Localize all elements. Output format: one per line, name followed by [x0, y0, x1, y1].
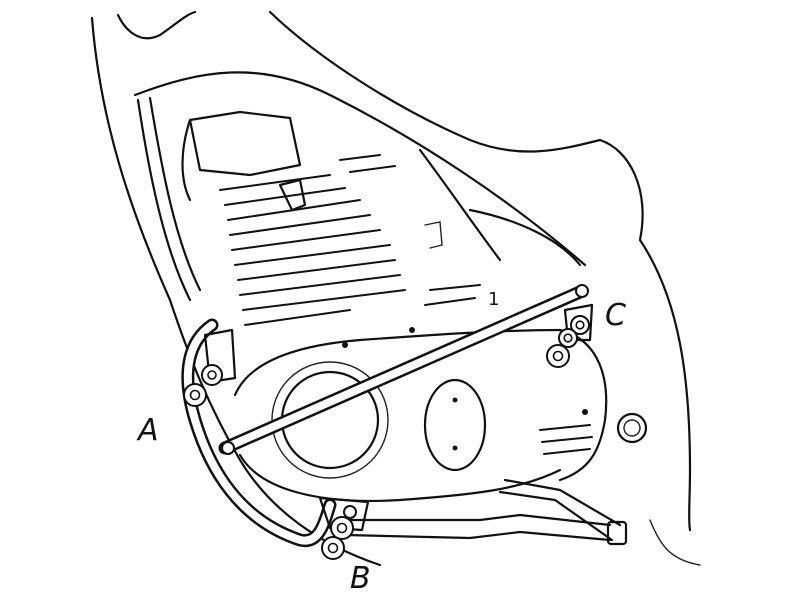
label-b: B: [350, 561, 371, 596]
engine-cylinder: 1: [181, 110, 582, 326]
mount-point-b: [318, 496, 370, 560]
label-c: C: [605, 298, 626, 333]
label-a: A: [136, 413, 159, 448]
crankcase-covers: [233, 327, 648, 503]
cover-mark-label: 1: [488, 289, 499, 310]
mount-point-c: [546, 303, 594, 368]
lower-frame-rail: [338, 478, 628, 546]
crash-bar: [181, 284, 589, 548]
frame-outline: [90, 10, 701, 567]
mount-point-a: [183, 328, 237, 407]
